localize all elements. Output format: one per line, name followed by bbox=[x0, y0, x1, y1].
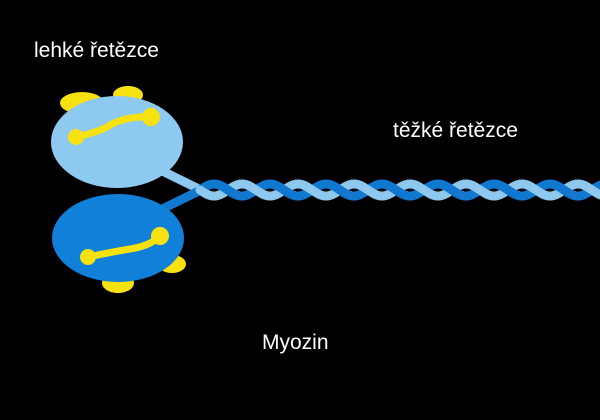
heavy-chain-strand-light bbox=[195, 179, 600, 201]
upper-light-chain bbox=[72, 113, 154, 141]
heavy-chains-label: těžké řetězce bbox=[393, 119, 518, 142]
heavy-chain-crossover bbox=[329, 180, 351, 200]
upper-light-chain-end bbox=[142, 108, 160, 126]
heavy-chain-crossover bbox=[273, 180, 295, 200]
light-chains-label: lehké řetězce bbox=[34, 39, 159, 62]
diagram-title: Myozin bbox=[262, 331, 329, 354]
heavy-chain-crossover bbox=[497, 180, 519, 200]
heavy-chain-crossovers bbox=[217, 180, 575, 200]
heavy-chain-tail bbox=[195, 179, 600, 201]
heavy-chain-crossover bbox=[441, 180, 463, 200]
heavy-chain-crossover bbox=[553, 180, 575, 200]
heavy-chain-crossover bbox=[217, 180, 239, 200]
lower-myosin-head bbox=[52, 194, 186, 293]
heavy-chain-crossover bbox=[385, 180, 407, 200]
lower-light-chain-end bbox=[80, 249, 96, 265]
lower-light-chain-end bbox=[151, 227, 169, 245]
upper-light-chain-end bbox=[68, 129, 84, 145]
upper-myosin-head bbox=[51, 86, 183, 188]
